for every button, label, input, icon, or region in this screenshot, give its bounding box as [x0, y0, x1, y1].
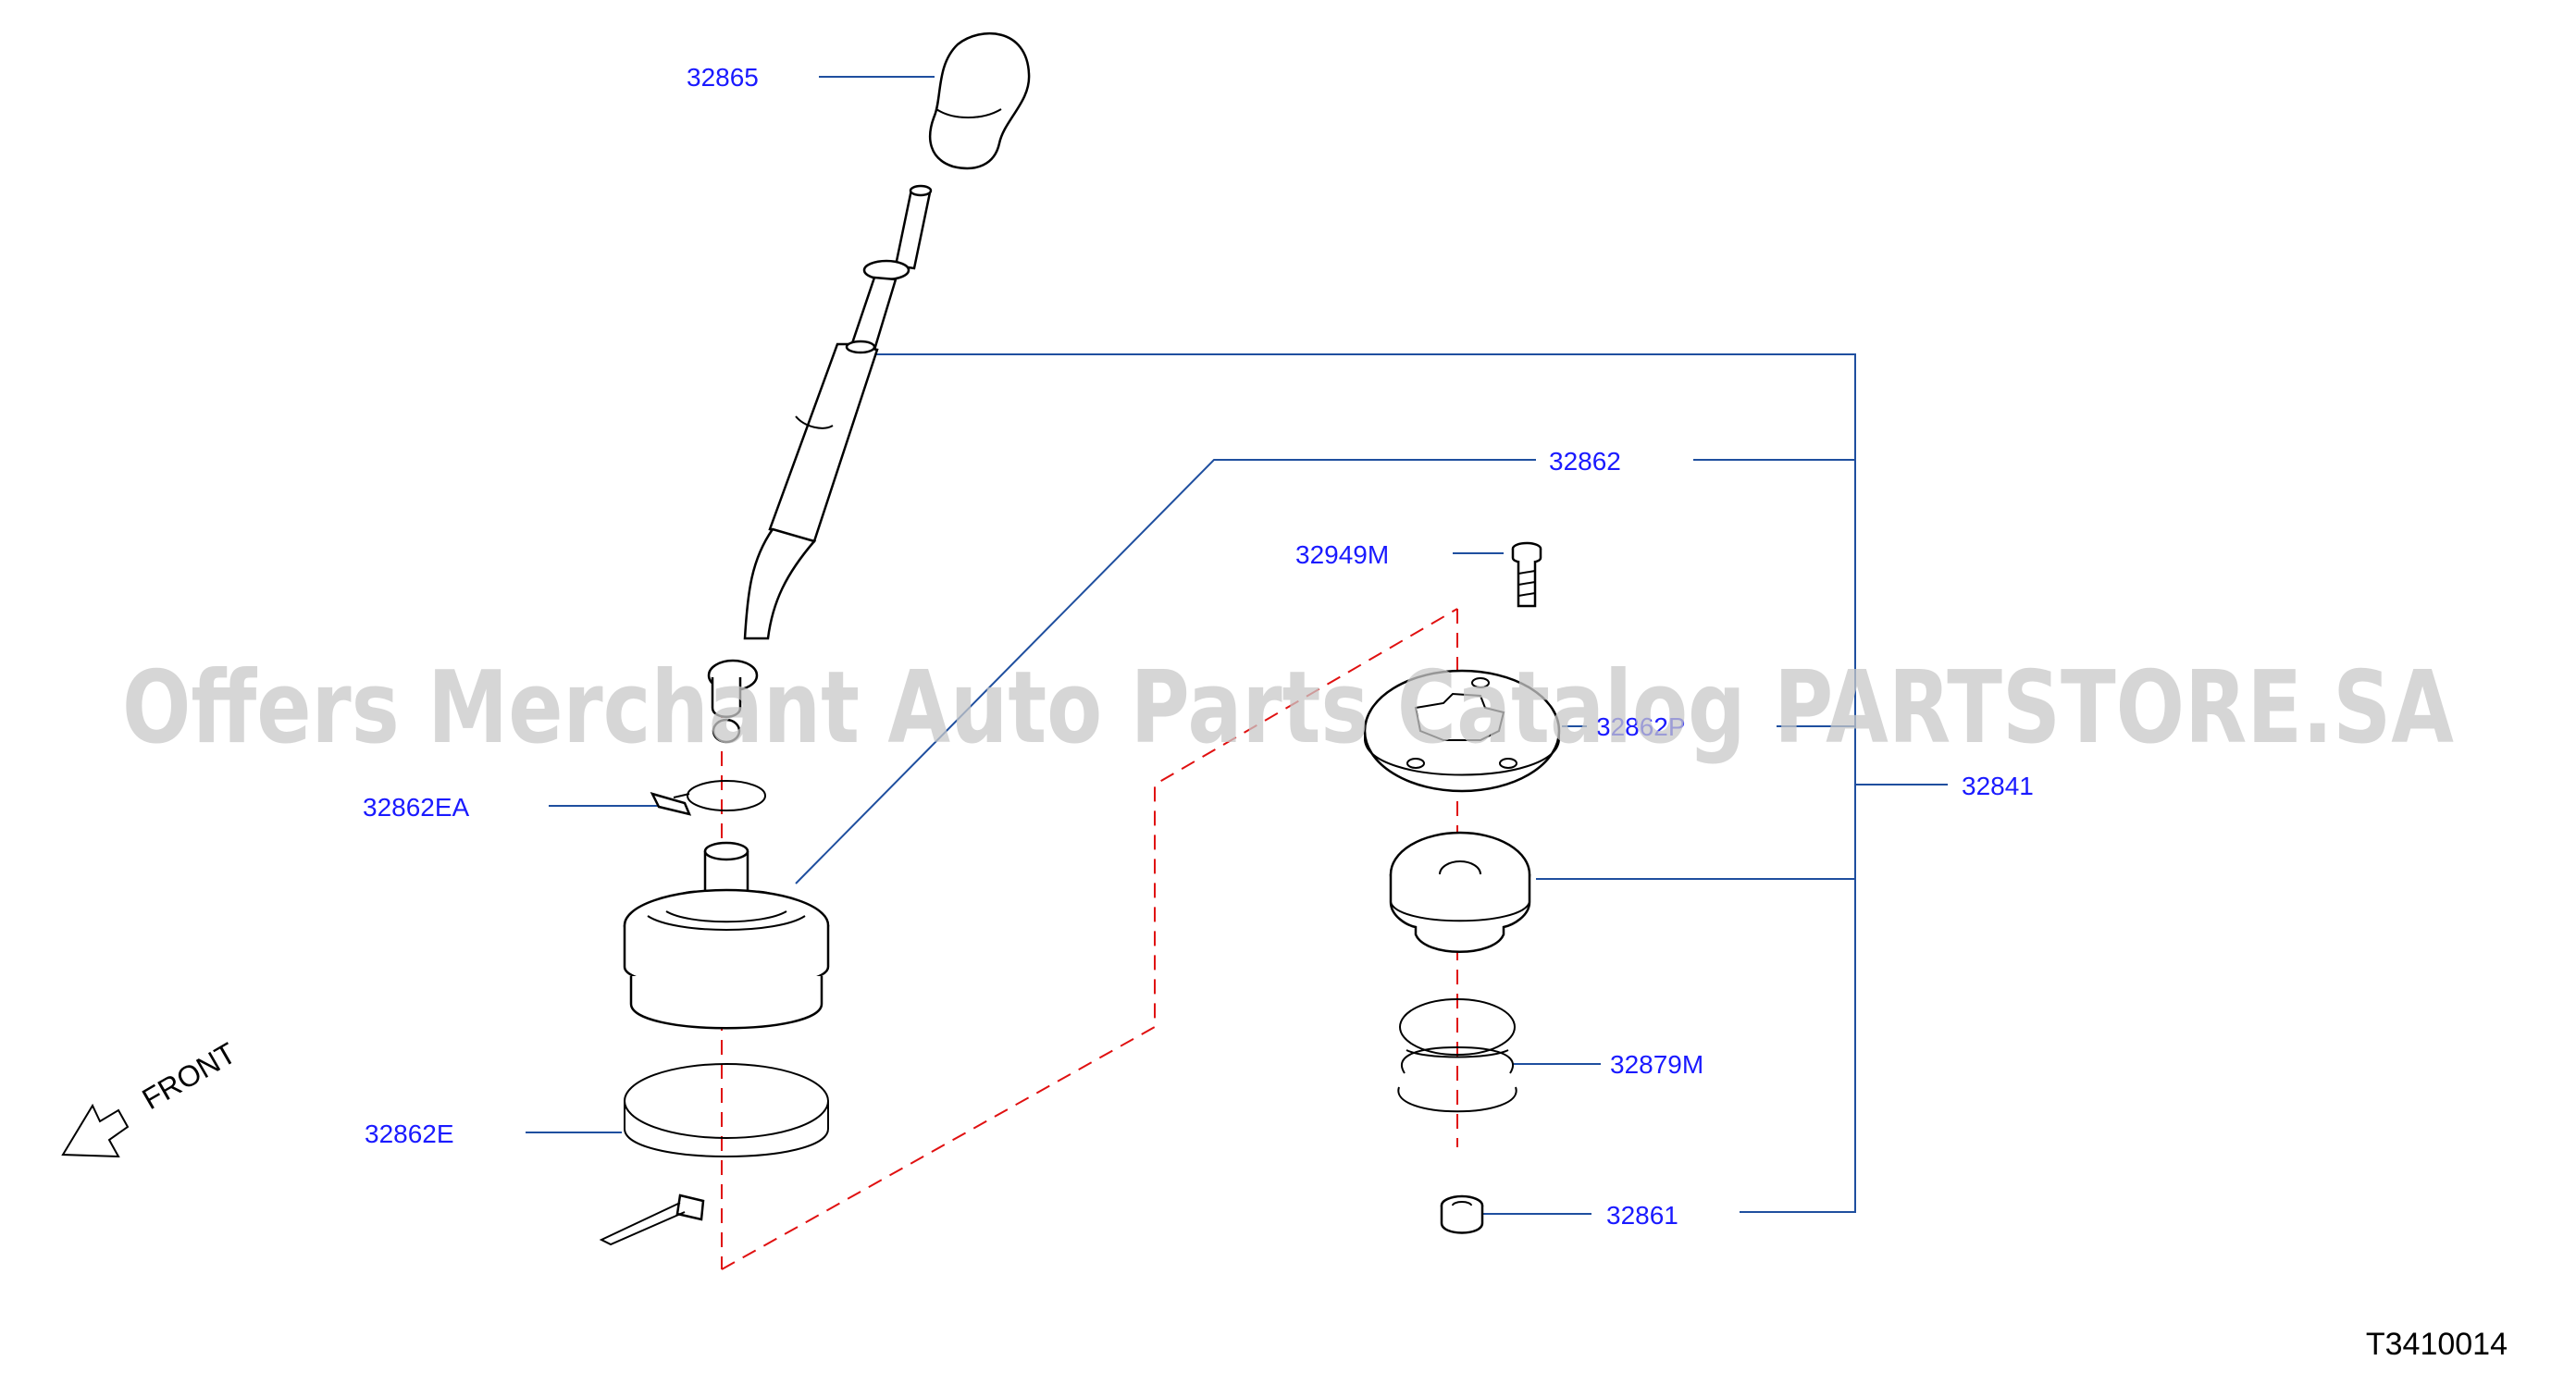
bolt-part[interactable]	[1511, 541, 1542, 608]
label-32862EA[interactable]: 32862EA	[363, 793, 470, 822]
part-labels: 32865 32862 32949M 32862EA 32862P 32841 …	[363, 63, 2034, 1230]
label-32949M[interactable]: 32949M	[1295, 540, 1389, 569]
band-part[interactable]	[599, 1063, 829, 1246]
label-32841[interactable]: 32841	[1962, 772, 2034, 800]
leader-lines	[526, 76, 1948, 1215]
label-32861[interactable]: 32861	[1606, 1201, 1678, 1230]
front-arrow: FRONT	[61, 1036, 242, 1158]
label-32862E[interactable]: 32862E	[365, 1119, 454, 1148]
label-32865[interactable]: 32865	[687, 63, 759, 92]
label-32862P[interactable]: 32862P	[1596, 712, 1686, 741]
leader-32841-bracket	[865, 353, 1856, 1213]
spring-part[interactable]	[1397, 998, 1517, 1113]
boot-part[interactable]	[623, 841, 830, 1030]
shift-lever-part[interactable]	[707, 184, 933, 744]
watermark-text: Offers Merchant Auto Parts Catalog PARTS…	[122, 650, 2454, 766]
axis-diagonal	[721, 608, 1458, 1270]
shift-knob-part[interactable]	[928, 32, 1031, 170]
clip-part[interactable]	[650, 780, 766, 816]
bushing-part[interactable]	[1389, 831, 1531, 953]
front-label: FRONT	[137, 1036, 242, 1116]
small-bush-part[interactable]	[1440, 1194, 1484, 1234]
leader-32862	[795, 459, 1536, 884]
arrow-icon	[61, 1103, 130, 1158]
label-32879M[interactable]: 32879M	[1610, 1050, 1703, 1079]
plate-part[interactable]	[1363, 669, 1561, 793]
diagram-code: T3410014	[2366, 1327, 2508, 1362]
label-32862[interactable]: 32862	[1549, 447, 1621, 476]
